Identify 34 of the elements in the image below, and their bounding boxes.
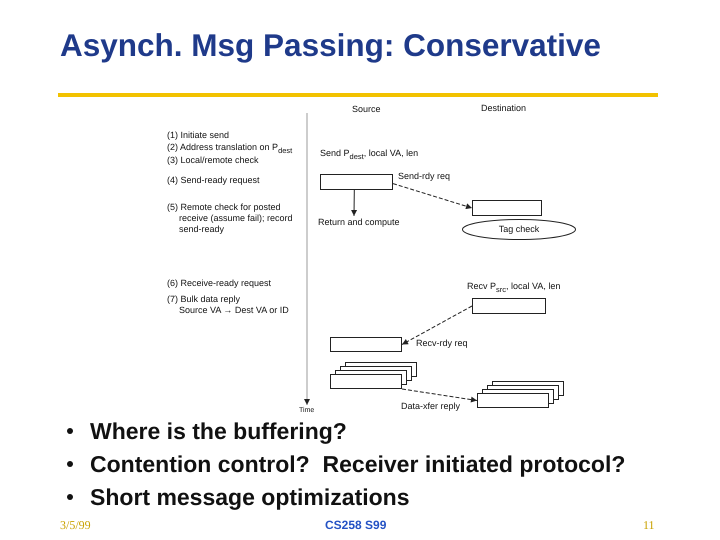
step-text: (4) Send-ready request xyxy=(167,175,261,186)
box-caption: Send P$_{dest}$, local VA, len xyxy=(320,148,418,162)
step-text: Source VA → Dest VA or ID xyxy=(179,305,289,316)
edge-label: Data-xfer reply xyxy=(400,401,462,412)
slide-title: Asynch. Msg Passing: Conservative xyxy=(60,27,601,64)
message-box xyxy=(472,200,542,216)
stacked-boxes xyxy=(330,362,417,389)
step-label: Return and compute xyxy=(318,216,418,228)
arrow xyxy=(392,183,472,210)
step-text: (5) Remote check for posted receive (assume fail); record send-ready xyxy=(167,202,294,235)
message-box xyxy=(330,337,402,352)
column-heading: Destination xyxy=(481,103,526,114)
edge-label: Send-rdy req xyxy=(397,171,452,182)
step-text: (1) Initiate send xyxy=(167,130,230,141)
step-text: (3) Local/remote check xyxy=(167,155,260,166)
stacked-boxes xyxy=(477,381,564,408)
column-heading: Source xyxy=(352,104,381,115)
step-text: (6) Receive-ready request xyxy=(167,278,272,289)
page-number: 11 xyxy=(643,518,655,532)
arrow xyxy=(402,306,472,345)
footer-date: 3/5/99 xyxy=(60,518,91,532)
message-box xyxy=(320,174,393,190)
footer-text: CS258 S99 xyxy=(325,518,386,532)
bullet-text: Where is the buffering? xyxy=(90,418,347,444)
message-box xyxy=(472,298,546,314)
box-caption: Recv P$_{src}$, local VA, len xyxy=(467,281,560,295)
edge-label: Recv-rdy req xyxy=(415,338,469,349)
bullet-text: Short message optimizations xyxy=(90,484,410,510)
arrow xyxy=(351,190,358,216)
step-text: (2) Address translation on P$_{dest}$ xyxy=(167,142,294,156)
step-text: (7) Bulk data reply xyxy=(167,294,242,305)
bullet-text: Contention control? Receiver initiated protocol? xyxy=(90,451,626,477)
arrow xyxy=(402,388,478,403)
check-ellipse: Tag check xyxy=(462,219,576,240)
